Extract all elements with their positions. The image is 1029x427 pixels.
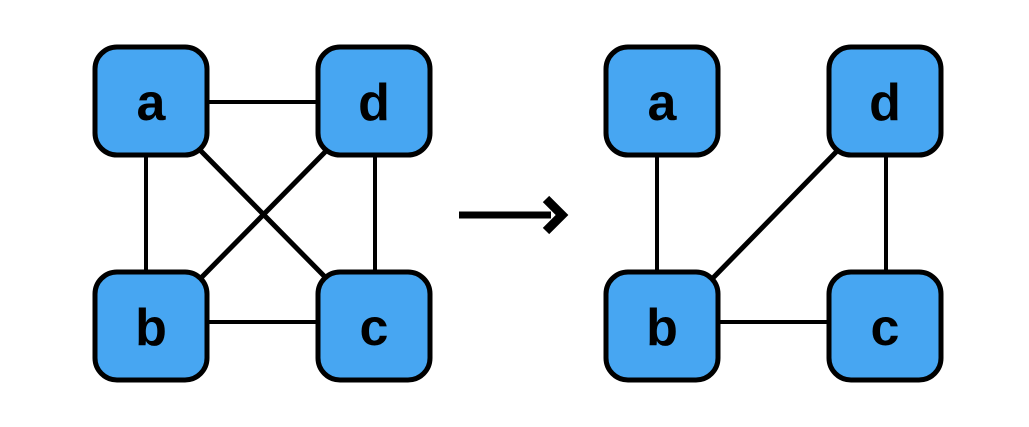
node-c-right-label: c (871, 299, 900, 357)
node-a-right-label: a (648, 74, 678, 132)
node-c-shape[interactable] (315, 269, 433, 383)
node-b-right-shape[interactable] (603, 269, 721, 383)
node-a[interactable]: a (92, 44, 210, 158)
node-a-label: a (137, 74, 167, 132)
node-d-label: d (358, 74, 390, 132)
node-d-right[interactable]: d (826, 44, 944, 158)
right-graph-nodes: a d b c (603, 44, 944, 383)
node-b-shape[interactable] (92, 269, 210, 383)
edge-b-d-diagonal-right (708, 146, 842, 283)
node-b-right[interactable]: b (603, 269, 721, 383)
right-graph-edges (655, 146, 888, 324)
left-graph: a d b c (92, 44, 433, 383)
node-d[interactable]: d (315, 44, 433, 158)
transform-arrow (459, 195, 569, 235)
transform-arrow-head (542, 195, 569, 235)
node-d-right-label: d (869, 74, 901, 132)
node-d-right-shape[interactable] (826, 44, 944, 158)
left-graph-nodes: a d b c (92, 44, 433, 383)
node-c[interactable]: c (315, 269, 433, 383)
node-d-shape[interactable] (315, 44, 433, 158)
edge-d-b-diagonal (196, 146, 331, 283)
node-c-label: c (360, 299, 389, 357)
node-a-shape[interactable] (92, 44, 210, 158)
node-a-right-shape[interactable] (603, 44, 721, 158)
right-graph: a d b c (603, 44, 944, 383)
left-graph-edges (144, 100, 377, 324)
node-c-right[interactable]: c (826, 269, 944, 383)
node-b-label: b (135, 299, 167, 357)
node-b-right-label: b (646, 299, 678, 357)
node-b[interactable]: b (92, 269, 210, 383)
node-c-right-shape[interactable] (826, 269, 944, 383)
node-a-right[interactable]: a (603, 44, 721, 158)
